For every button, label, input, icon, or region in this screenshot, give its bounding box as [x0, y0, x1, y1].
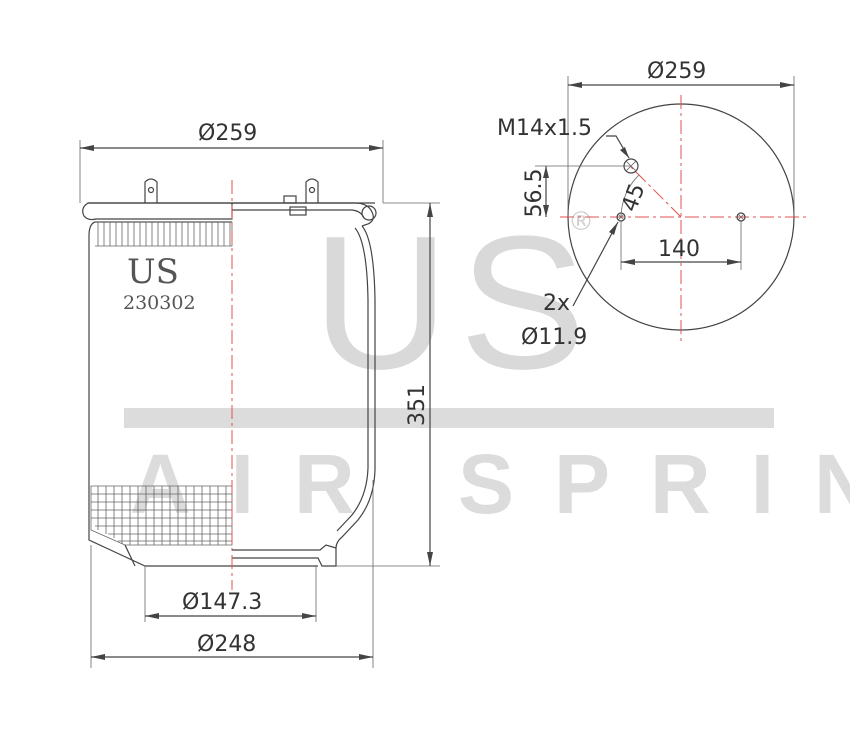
offset-value: 56.5	[522, 169, 547, 218]
hole-callout: 2x Ø11.9	[521, 221, 619, 350]
product-part-number: 230302	[123, 292, 196, 314]
top-plate-outline	[82, 202, 233, 221]
dimension-bottom-diameter: Ø248	[90, 480, 374, 668]
top-diameter-value: Ø259	[198, 121, 257, 146]
bellows-section-right	[144, 178, 377, 567]
thread-callout: M14x1.5	[497, 116, 630, 159]
angle-value: 45	[617, 180, 650, 215]
piston-diameter-value: Ø147.3	[182, 590, 262, 615]
bottom-diameter-value: Ø248	[197, 632, 256, 657]
dimension-top-diameter: Ø259	[79, 121, 384, 203]
top-knurl-band	[95, 221, 233, 247]
watermark-bar	[124, 408, 774, 428]
plate-diameter-value: Ø259	[647, 59, 706, 84]
hole-count-value: 2x	[543, 291, 570, 316]
bellows-outline-left	[88, 221, 232, 567]
dimension-height: 351	[336, 202, 440, 567]
dimension-bolt-spacing: 140	[620, 221, 742, 270]
hole-diameter-value: Ø11.9	[521, 325, 587, 350]
watermark-tagline: AIR SPRING	[130, 437, 850, 531]
dimension-plate-diameter: Ø259	[567, 59, 795, 217]
dimension-offset: 56.5	[522, 165, 631, 218]
piston-taper-left	[124, 544, 136, 567]
product-brand-label: US	[127, 252, 179, 292]
watermark-registered-mark: ®	[568, 207, 594, 237]
height-value: 351	[405, 384, 430, 426]
top-view-diagonal-centerline	[627, 163, 682, 218]
top-view: Ø259 M14x1.5 56.5 45 140	[497, 59, 806, 350]
side-view: US 230302 Ø259 351 Ø147.3	[79, 121, 440, 668]
thread-value: M14x1.5	[497, 116, 592, 141]
bolt-spacing-value: 140	[658, 237, 700, 262]
bottom-knurl-band	[90, 485, 233, 546]
dimension-piston-diameter: Ø147.3	[144, 566, 317, 622]
watermark: US ® AIR SPRING	[124, 197, 850, 531]
